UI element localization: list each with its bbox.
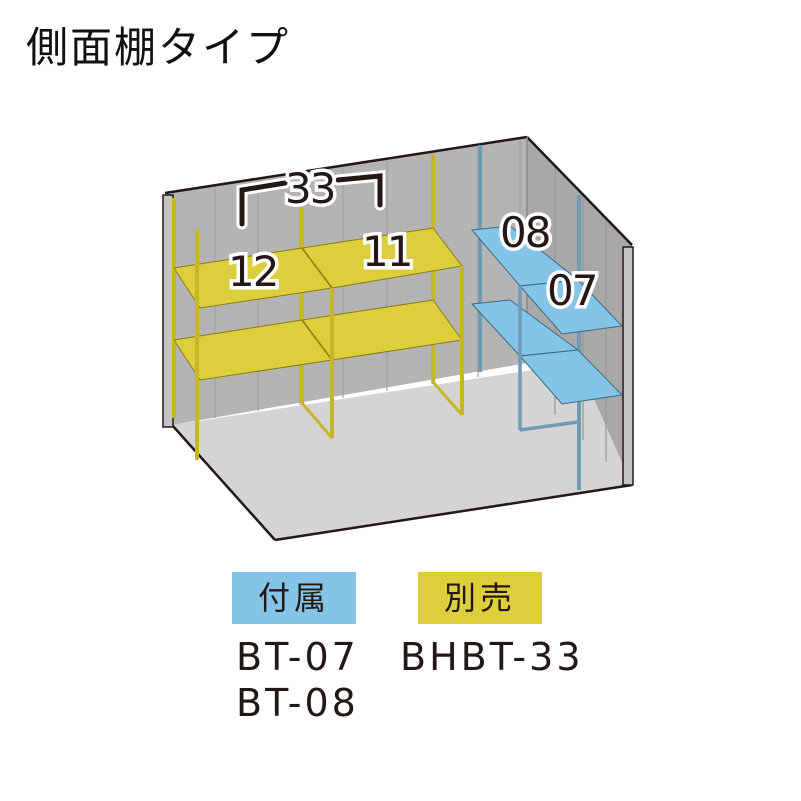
code-bt-08: BT-08 [236,681,359,725]
floor-front-left-edge [171,424,276,541]
blue-shelf-unit [470,145,624,490]
code-bt-07: BT-07 [236,635,359,679]
yellow-shelf-unit [172,154,464,460]
blue-shelf-07-lower [518,349,624,405]
left-door-post [162,194,174,428]
label-shelf-07: 07 [547,266,596,315]
floor-front-edge [274,483,633,542]
blue-shelf-07-upper [518,279,624,335]
label-set-33: 33 [285,164,334,213]
floor [172,363,632,540]
code-bhbt-33: BHBT-33 [400,635,584,679]
label-shelf-11: 11 [362,227,411,276]
included-badge: 付属 [232,572,356,624]
right-wall-top-edge [526,136,633,246]
label-shelf-12: 12 [228,247,277,296]
back-wall-top-edge [164,135,528,195]
label-shelf-08: 08 [500,208,549,257]
sold-separately-badge: 別売 [418,572,542,624]
right-door-post [622,246,634,486]
set-33-bracket [236,169,386,230]
page-title: 側面棚タイプ [26,23,291,72]
